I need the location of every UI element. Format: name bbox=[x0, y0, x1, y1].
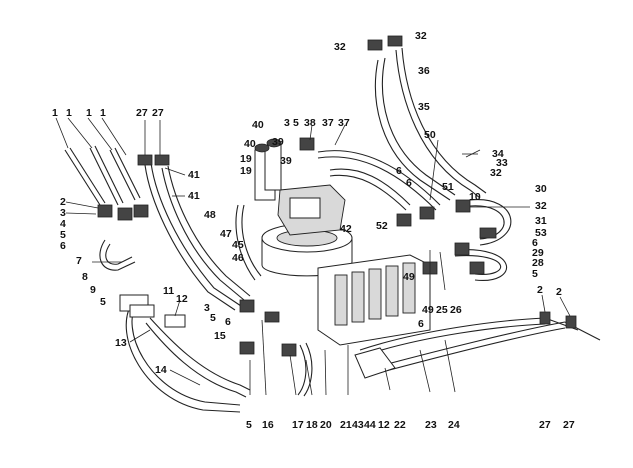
hose-lines bbox=[64, 47, 601, 413]
callout-label: 1 bbox=[100, 107, 106, 119]
callout-label: 6 bbox=[396, 165, 402, 177]
callout-label: 37 bbox=[322, 117, 334, 129]
callout-label: 39 bbox=[272, 136, 284, 148]
callout-label: 41 bbox=[188, 190, 200, 202]
callout-label: 30 bbox=[535, 183, 547, 195]
callout-label: 4 bbox=[60, 218, 66, 230]
callout-label: 6 bbox=[418, 318, 424, 330]
components bbox=[97, 35, 577, 379]
callout-label: 19 bbox=[240, 165, 252, 177]
callout-label: 20 bbox=[320, 419, 332, 431]
callout-label: 5 bbox=[60, 229, 66, 241]
callout-label: 50 bbox=[424, 129, 436, 141]
callout-label: 25 bbox=[436, 304, 448, 316]
callout-label: 3 bbox=[204, 302, 210, 314]
callout-label: 19 bbox=[240, 153, 252, 165]
callout-label: 52 bbox=[376, 220, 388, 232]
callout-label: 26 bbox=[450, 304, 462, 316]
callout-labels: 1 1 1 1 2 3 4 5 6 7 8 9 5 27 27 41 41 48… bbox=[52, 30, 575, 431]
callout-label: 21 bbox=[340, 419, 352, 431]
callout-label: 7 bbox=[76, 255, 82, 267]
callout-label: 36 bbox=[418, 65, 430, 77]
callout-label: 41 bbox=[188, 169, 200, 181]
callout-label: 33 bbox=[496, 157, 508, 169]
callout-label: 49 bbox=[422, 304, 434, 316]
callout-label: 37 bbox=[338, 117, 350, 129]
callout-label: 46 bbox=[232, 252, 244, 264]
callout-label: 8 bbox=[82, 271, 88, 283]
callout-label: 31 bbox=[535, 215, 547, 227]
callout-label: 47 bbox=[220, 228, 232, 240]
callout-label: 42 bbox=[340, 223, 352, 235]
callout-label: 27 bbox=[136, 107, 148, 119]
callout-label: 11 bbox=[163, 285, 174, 297]
callout-label: 40 bbox=[244, 138, 256, 150]
callout-label: 3 bbox=[60, 207, 66, 219]
callout-label: 48 bbox=[204, 209, 216, 221]
callout-label: 13 bbox=[115, 337, 127, 349]
callout-label: 6 bbox=[225, 316, 231, 328]
callout-label: 38 bbox=[304, 117, 316, 129]
callout-label: 35 bbox=[418, 101, 430, 113]
callout-label: 45 bbox=[232, 239, 244, 251]
callout-label: 23 bbox=[425, 419, 437, 431]
callout-label: 16 bbox=[262, 419, 274, 431]
callout-label: 1 bbox=[86, 107, 92, 119]
callout-label: 27 bbox=[539, 419, 551, 431]
callout-label: 17 bbox=[292, 419, 304, 431]
callout-label: 1 bbox=[52, 107, 58, 119]
callout-label: 5 bbox=[100, 296, 106, 308]
callout-label: 28 bbox=[532, 257, 544, 269]
leader-lines bbox=[55, 117, 571, 396]
callout-label: 44 bbox=[364, 419, 376, 431]
callout-label: 10 bbox=[469, 191, 481, 203]
callout-label: 32 bbox=[334, 41, 346, 53]
callout-label: 51 bbox=[442, 181, 454, 193]
callout-label: 27 bbox=[563, 419, 575, 431]
callout-label: 5 bbox=[293, 117, 299, 129]
callout-label: 2 bbox=[556, 286, 562, 298]
callout-label: 15 bbox=[214, 330, 226, 342]
callout-label: 22 bbox=[394, 419, 406, 431]
callout-label: 5 bbox=[532, 268, 538, 280]
callout-label: 43 bbox=[352, 419, 364, 431]
callout-label: 32 bbox=[490, 167, 502, 179]
callout-label: 39 bbox=[280, 155, 292, 167]
callout-label: 3 bbox=[284, 117, 290, 129]
callout-label: 6 bbox=[532, 237, 538, 249]
callout-label: 24 bbox=[448, 419, 460, 431]
callout-label: 2 bbox=[60, 196, 66, 208]
callout-label: 12 bbox=[176, 293, 188, 305]
callout-label: 9 bbox=[90, 284, 96, 296]
callout-label: 1 bbox=[66, 107, 72, 119]
callout-label: 5 bbox=[246, 419, 252, 431]
callout-label: 32 bbox=[415, 30, 427, 42]
callout-label: 32 bbox=[535, 200, 547, 212]
callout-label: 18 bbox=[306, 419, 318, 431]
callout-label: 14 bbox=[155, 364, 167, 376]
callout-label: 29 bbox=[532, 247, 544, 259]
callout-label: 27 bbox=[152, 107, 164, 119]
callout-label: 40 bbox=[252, 119, 264, 131]
callout-label: 6 bbox=[406, 177, 412, 189]
callout-label: 5 bbox=[210, 312, 216, 324]
callout-label: 12 bbox=[378, 419, 390, 431]
callout-label: 49 bbox=[403, 271, 415, 283]
callout-label: 53 bbox=[535, 227, 547, 239]
callout-label: 2 bbox=[537, 284, 543, 296]
callout-label: 34 bbox=[492, 148, 504, 160]
callout-label: 6 bbox=[60, 240, 66, 252]
